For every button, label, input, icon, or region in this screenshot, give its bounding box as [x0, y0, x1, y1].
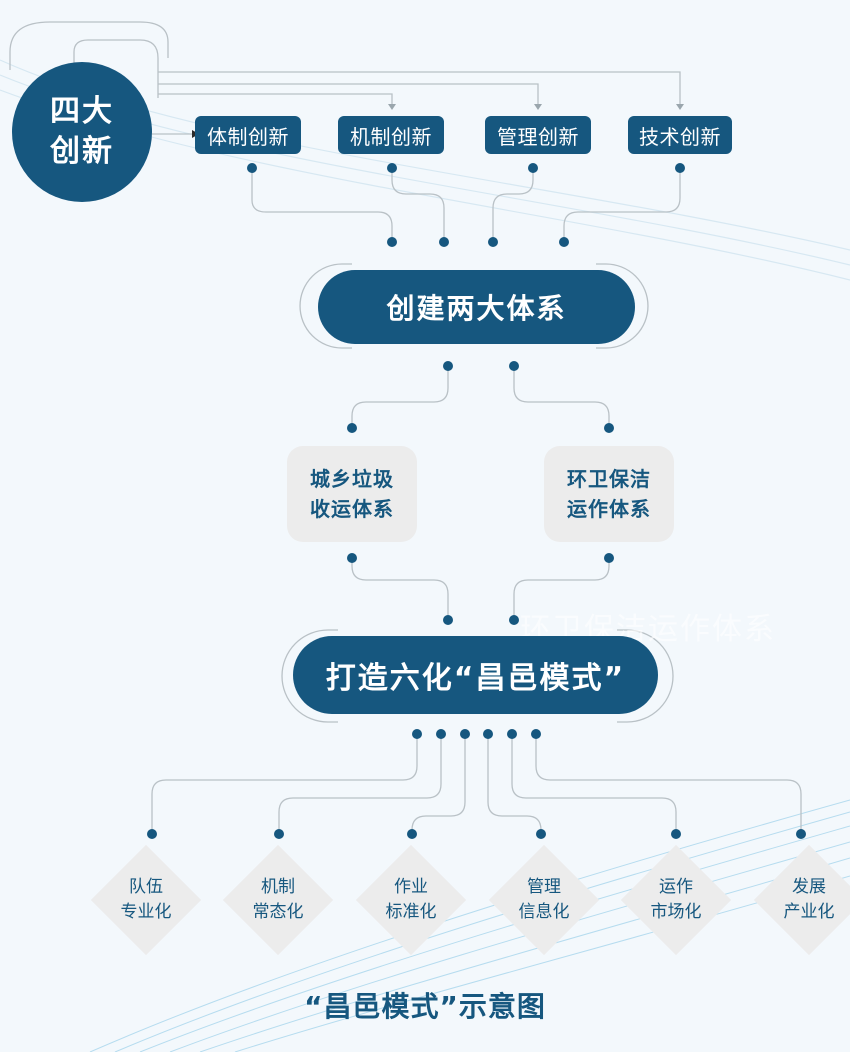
card-label-line2: 收运体系: [310, 497, 394, 521]
diamond-label-mechanism: 机制 常态化: [223, 875, 333, 925]
figure-caption: “昌邑模式”示意图: [304, 990, 546, 1023]
card-label-line1: 环卫保洁: [567, 467, 651, 491]
connector-line: [411, 734, 466, 834]
connector-line: [73, 39, 159, 98]
connector-dot: [347, 423, 357, 433]
connector-dot: [507, 729, 517, 739]
arrowhead: [388, 104, 396, 110]
connector-line: [151, 734, 418, 834]
connector-line: [513, 366, 610, 428]
diamond-label-management: 管理 信息化: [489, 875, 599, 925]
connector-dot: [604, 423, 614, 433]
connector-dot: [483, 729, 493, 739]
model-pill: 打造六化“昌邑模式”: [293, 636, 658, 714]
connector-line: [513, 558, 610, 620]
card-label-line2: 运作体系: [567, 497, 651, 521]
connector-line: [158, 71, 681, 104]
connector-dot: [509, 361, 519, 371]
connector-dot: [387, 163, 397, 173]
connector-line: [535, 734, 802, 834]
connector-line: [158, 93, 393, 104]
connector-line: [391, 168, 445, 242]
diamond-label-operation: 作业 标准化: [356, 875, 466, 925]
diamond-label-line2: 标准化: [385, 902, 437, 922]
innovation-box-management: 管理创新: [485, 116, 591, 154]
connector-dot: [147, 829, 157, 839]
connector-dot: [274, 829, 284, 839]
connector-dot: [387, 237, 397, 247]
connector-line: [511, 734, 677, 834]
diamond-label-industry: 发展 产业化: [754, 875, 850, 925]
connector-line: [492, 168, 534, 242]
circle-label-line2: 创新: [50, 134, 114, 169]
connector-line: [9, 21, 169, 70]
connector-dot: [509, 615, 519, 625]
diamond-label-line1: 发展: [792, 877, 826, 897]
connector-dot: [531, 729, 541, 739]
diamond-label-line2: 信息化: [518, 902, 570, 922]
connector-line: [487, 734, 542, 834]
connector-dot: [604, 553, 614, 563]
connector-line: [278, 734, 442, 834]
system-card-garbage-collection: 城乡垃圾 收运体系: [287, 446, 417, 542]
diamond-label-line1: 队伍: [129, 877, 163, 897]
pill-bracket: [596, 263, 649, 349]
diamond-label-line1: 管理: [527, 877, 561, 897]
connector-line: [158, 83, 539, 104]
innovation-box-institutional: 体制创新: [195, 116, 301, 154]
connector-dot: [671, 829, 681, 839]
pill-bracket: [281, 629, 338, 723]
connector-dot: [460, 729, 470, 739]
two-systems-pill: 创建两大体系: [318, 270, 635, 344]
diamond-label-line2: 产业化: [783, 902, 835, 922]
connector-dot: [412, 729, 422, 739]
diamond-label-team: 队伍 专业化: [91, 875, 201, 925]
diamond-label-line2: 专业化: [120, 902, 172, 922]
pill-bracket: [617, 629, 674, 723]
diamond-label-line1: 运作: [659, 877, 693, 897]
connector-dot: [439, 237, 449, 247]
arrowhead: [534, 104, 542, 110]
pill-bracket: [299, 263, 352, 349]
connector-line: [251, 168, 393, 242]
system-card-sanitation-cleaning: 环卫保洁 运作体系: [544, 446, 674, 542]
connector-dot: [675, 163, 685, 173]
diamond-label-line1: 机制: [261, 877, 295, 897]
card-label-line1: 城乡垃圾: [310, 467, 394, 491]
diamond-label-line2: 市场化: [650, 902, 702, 922]
connector-dot: [528, 163, 538, 173]
connector-dot: [443, 615, 453, 625]
circle-label-line1: 四大: [50, 94, 114, 129]
four-innovations-circle: 四大 创新: [12, 62, 152, 202]
connector-line: [351, 558, 449, 620]
connector-line: [351, 366, 449, 428]
connector-dot: [559, 237, 569, 247]
connector-dot: [443, 361, 453, 371]
diamond-label-market: 运作 市场化: [621, 875, 731, 925]
connector-dot: [247, 163, 257, 173]
connector-line: [563, 168, 681, 242]
innovation-box-mechanism: 机制创新: [338, 116, 444, 154]
innovation-box-technology: 技术创新: [628, 116, 732, 154]
arrowhead: [676, 104, 684, 110]
connector-dot: [436, 729, 446, 739]
connector-dot: [796, 829, 806, 839]
diamond-label-line1: 作业: [394, 877, 428, 897]
diamond-label-line2: 常态化: [252, 902, 304, 922]
connector-dot: [536, 829, 546, 839]
connector-dot: [407, 829, 417, 839]
connector-dot: [347, 553, 357, 563]
connector-dot: [488, 237, 498, 247]
